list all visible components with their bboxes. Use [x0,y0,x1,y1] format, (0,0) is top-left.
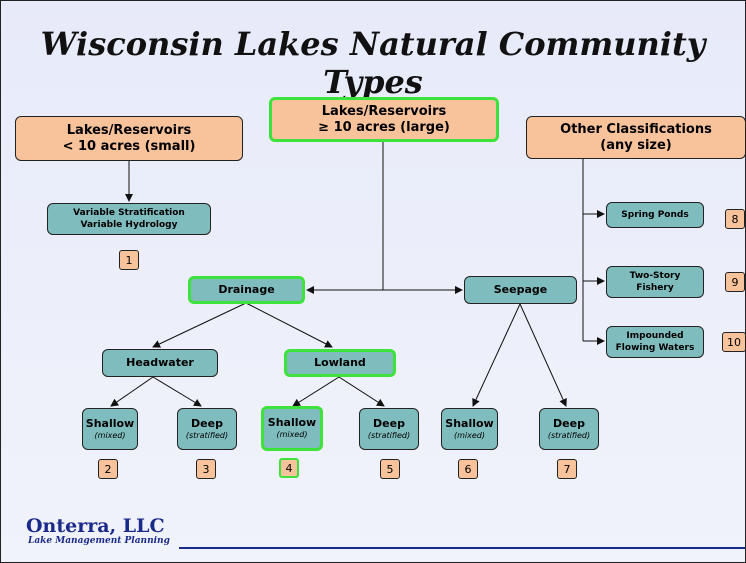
leaf-label: Shallow [445,416,494,430]
node-headwater-shallow: Shallow (mixed) [82,408,138,450]
node-seepage-shallow: Shallow (mixed) [441,408,498,450]
leaf-label: Shallow [267,416,317,429]
arrow-to-lowland [245,302,333,348]
node-headwater: Headwater [102,349,218,377]
number-badge-2: 2 [98,459,118,479]
node-two-story-line1: Two-Story [629,271,681,281]
arrow-lw-shallow [292,376,340,407]
node-large-line1: Lakes/Reservoirs [321,103,447,119]
leaf-sublabel: (stratified) [547,430,591,440]
leaf-label: Deep [553,416,585,430]
node-lowland: Lowland [284,349,396,377]
node-seepage: Seepage [464,276,577,304]
node-other-line2: (any size) [600,137,672,153]
node-small-line2: < 10 acres (small) [62,138,196,154]
arrow-hw-shallow [110,376,154,407]
leaf-sublabel: (mixed) [454,430,485,440]
number-badge-8: 8 [725,209,745,229]
node-large-lakes: Lakes/Reservoirs ≥ 10 acres (large) [269,97,499,142]
node-small-lakes: Lakes/Reservoirs < 10 acres (small) [15,116,243,161]
arrow-sp-deep [519,303,567,407]
leaf-sublabel: (mixed) [94,430,126,440]
arrow-lw-deep [338,376,385,407]
node-impounded-line2: Flowing Waters [615,343,695,353]
node-variable-line2: Variable Hydrology [80,220,178,230]
node-other-line1: Other Classifications [560,121,712,137]
number-badge-3: 3 [196,459,216,479]
footer-rule [179,547,745,549]
number-badge-9: 9 [725,272,745,292]
node-seepage-deep: Deep (stratified) [539,408,599,450]
node-other-classifications: Other Classifications (any size) [526,116,745,159]
leaf-label: Deep [373,416,405,430]
brand-logo: Onterra, LLC Lake Management Planning [26,516,170,546]
number-badge-10: 10 [722,332,745,352]
number-badge-6: 6 [458,459,478,479]
brand-tagline: Lake Management Planning [28,536,170,546]
node-drainage: Drainage [188,276,305,304]
leaf-sublabel: (stratified) [185,430,229,440]
arrow-hw-deep [152,376,202,407]
leaf-label: Deep [191,416,223,430]
leaf-sublabel: (stratified) [367,430,411,440]
node-small-line1: Lakes/Reservoirs [66,122,192,138]
node-lowland-deep: Deep (stratified) [359,408,419,450]
number-badge-1: 1 [119,250,139,270]
node-two-story-fishery: Two-Story Fishery [606,266,704,298]
leaf-label: Shallow [85,416,135,430]
slide-title: Wisconsin Lakes Natural Community Types [40,25,706,101]
node-lowland-shallow: Shallow (mixed) [261,406,323,451]
number-badge-4: 4 [279,458,299,478]
node-impounded-flowing-waters: Impounded Flowing Waters [606,326,704,358]
number-badge-5: 5 [380,459,400,479]
node-impounded-line1: Impounded [626,331,684,341]
number-badge-7: 7 [557,459,577,479]
node-two-story-line2: Fishery [636,283,674,293]
node-headwater-deep: Deep (stratified) [177,408,237,450]
leaf-sublabel: (mixed) [276,430,308,439]
brand-name: Onterra, LLC [26,515,165,537]
arrow-sp-shallow [472,303,521,407]
node-spring-ponds: Spring Ponds [606,202,704,228]
node-large-line2: ≥ 10 acres (large) [318,119,450,135]
node-variable-line1: Variable Stratification [73,208,185,218]
arrow-to-headwater [152,302,247,348]
node-variable: Variable Stratification Variable Hydrolo… [47,203,211,235]
